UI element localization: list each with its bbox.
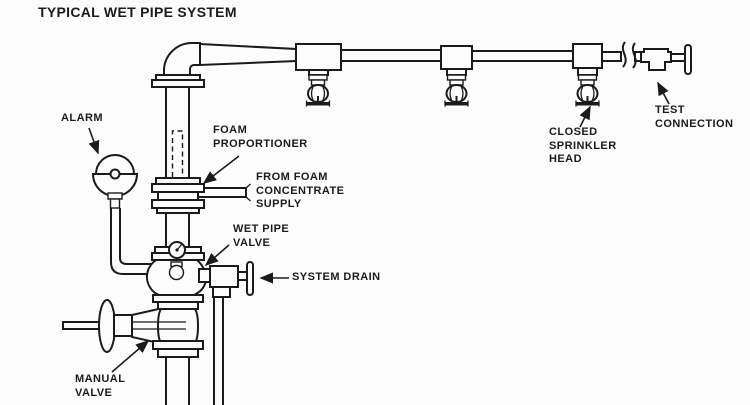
alarm-arrow xyxy=(88,127,100,155)
label-line: CONNECTION xyxy=(655,117,734,130)
label-line: FROM FOAM xyxy=(256,171,328,183)
label-line: FOAM xyxy=(213,124,248,136)
supply-riser xyxy=(165,356,190,405)
tee-fitting xyxy=(295,43,342,76)
label-line: SUPPLY xyxy=(256,198,302,210)
label-line: CONCENTRATE xyxy=(256,184,345,197)
page-title: TYPICAL WET PIPE SYSTEM xyxy=(38,4,237,20)
pipe-break-symbol xyxy=(621,41,637,69)
label-foam-supply: FROM FOAM CONCENTRATE SUPPLY xyxy=(256,171,344,212)
label-line: CLOSED xyxy=(549,126,598,138)
label-line: MANUAL xyxy=(75,373,126,385)
label-closed-sprinkler-head: CLOSED SPRINKLER HEAD xyxy=(549,126,617,167)
manual-valve xyxy=(62,294,204,405)
closed-sprinkler-head-icon xyxy=(574,74,601,108)
foam-proportioner-arrow xyxy=(202,155,240,184)
label-system-drain: SYSTEM DRAIN xyxy=(292,271,381,285)
foam-supply-pipe xyxy=(197,183,251,202)
label-test-connection: TEST CONNECTION xyxy=(655,104,733,131)
drain-pipe xyxy=(213,295,224,405)
label-alarm: ALARM xyxy=(61,112,103,126)
foam-proportioner-fitting xyxy=(151,177,205,214)
label-line: SYSTEM DRAIN xyxy=(292,271,381,283)
label-wet-pipe-valve: WET PIPE VALVE xyxy=(233,223,289,250)
inner-tube-detail xyxy=(171,130,184,177)
drain-valve-handle xyxy=(246,261,254,296)
tee-fitting xyxy=(572,43,603,76)
sprinkler-head-icon xyxy=(443,74,470,108)
riser-pipe xyxy=(151,41,205,248)
tee-fitting xyxy=(440,45,473,76)
test-valve-handle xyxy=(684,44,692,75)
test-connection-fitting xyxy=(640,44,692,75)
label-line: VALVE xyxy=(233,236,271,249)
label-line: PROPORTIONER xyxy=(213,137,308,150)
label-line: TEST xyxy=(655,104,685,116)
system-drain-valve xyxy=(198,261,254,298)
alarm-gong-icon xyxy=(91,154,139,209)
packing-gland xyxy=(113,314,133,337)
wet-pipe-valve-arrow xyxy=(204,244,230,267)
label-line: VALVE xyxy=(75,386,113,399)
manual-valve-arrow xyxy=(111,339,150,373)
alarm-pipe xyxy=(110,208,156,275)
label-line: SPRINKLER xyxy=(549,139,617,152)
label-manual-valve: MANUAL VALVE xyxy=(75,373,125,400)
leader-arrows xyxy=(88,81,670,373)
sprinkler-head-icon xyxy=(305,74,331,108)
label-line: ALARM xyxy=(61,112,103,124)
handwheel xyxy=(98,299,116,353)
label-line: WET PIPE xyxy=(233,223,290,235)
closed-sprinkler-arrow xyxy=(579,105,591,128)
test-connection-arrow xyxy=(657,81,670,105)
label-foam-proportioner: FOAM PROPORTIONER xyxy=(213,124,308,151)
valve-body xyxy=(157,308,199,344)
pressure-gauge-icon xyxy=(168,241,186,259)
label-line: HEAD xyxy=(549,153,582,165)
elbow-fitting xyxy=(163,41,201,77)
